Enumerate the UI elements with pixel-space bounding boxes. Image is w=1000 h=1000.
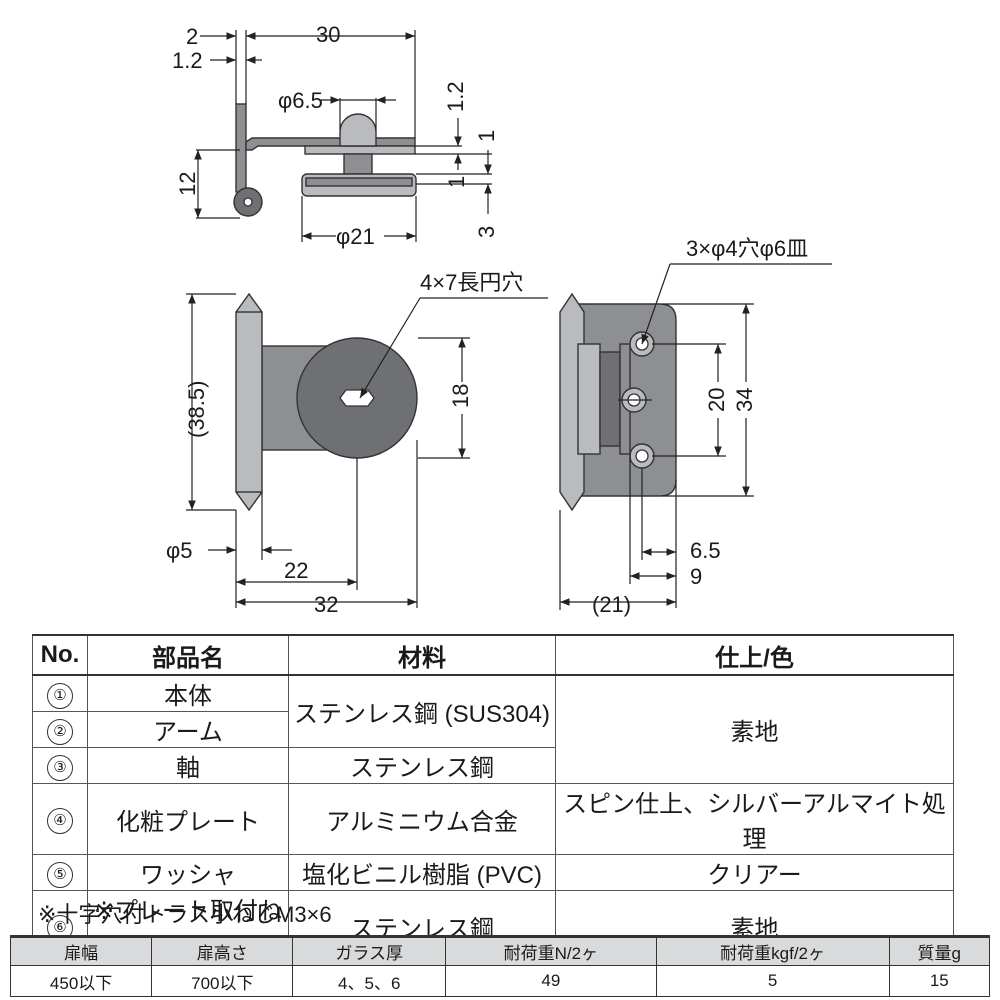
- part-name: 軸: [87, 747, 289, 784]
- part-finish: 素地: [555, 674, 954, 784]
- header-part-name: 部品名: [87, 634, 289, 676]
- part-finish: スピン仕上、シルバーアルマイト処理: [555, 783, 954, 855]
- spec-glass-thickness: 4、5、6: [292, 965, 447, 997]
- part-material: アルミニウム合金: [288, 783, 556, 855]
- part-material: ステンレス鋼: [288, 747, 556, 784]
- part-name: ワッシャ: [87, 854, 289, 891]
- dim-1-2: 1.2: [172, 48, 203, 73]
- spec-header-glass-thickness: ガラス厚: [292, 936, 447, 966]
- table-row: ⑤ ワッシャ 塩化ビニル樹脂 (PVC) クリアー: [32, 854, 954, 891]
- dim-phi21: φ21: [336, 224, 375, 249]
- row-number: ③: [47, 754, 73, 781]
- spec-door-height: 700以下: [151, 965, 294, 997]
- dim-22: 22: [284, 558, 308, 583]
- dim-9: 9: [690, 564, 702, 589]
- dim-2: 2: [186, 24, 198, 49]
- row-number: ⑤: [47, 861, 73, 888]
- front-view: 4×7長円穴 (38.5) 18 φ5 22 32: [166, 270, 548, 617]
- spec-header-door-width: 扉幅: [9, 936, 153, 966]
- dim-20: 20: [704, 388, 729, 412]
- row-number: ①: [47, 682, 73, 709]
- parts-table-header: No. 部品名 材料 仕上/色: [32, 634, 954, 676]
- table-row: ③ 軸 ステンレス鋼: [32, 747, 954, 784]
- part-name: 本体: [87, 674, 289, 712]
- hole-label: 3×φ4穴φ6皿: [686, 236, 808, 261]
- dim-r1b: 1: [444, 176, 469, 188]
- row-number: ④: [47, 808, 73, 834]
- dim-34: 34: [732, 388, 757, 412]
- spec-table: 扉幅 扉高さ ガラス厚 耐荷重N/2ヶ 耐荷重kgf/2ヶ 質量g 450以下 …: [9, 935, 991, 997]
- part-name: アーム: [87, 711, 289, 748]
- spec-mass: 15: [888, 965, 991, 997]
- side-view: 3×φ4穴φ6皿 20 34 6.5 9 (21): [559, 236, 832, 617]
- table-row: ① 本体 ステンレス鋼 (SUS304) 素地: [32, 674, 954, 784]
- part-name: 化粧プレート: [87, 783, 289, 855]
- dim-18: 18: [448, 384, 473, 408]
- top-view: 2 1.2 30 φ6.5 12 φ21 1.2 1 1 3: [172, 22, 499, 249]
- dim-21: (21): [592, 592, 631, 617]
- dim-12: 12: [175, 172, 200, 196]
- spec-header-load-n: 耐荷重N/2ヶ: [445, 936, 657, 966]
- header-material: 材料: [288, 634, 556, 676]
- spec-header-mass: 質量g: [888, 936, 991, 966]
- table-row: ④ 化粧プレート アルミニウム合金 スピン仕上、シルバーアルマイト処理: [32, 783, 954, 855]
- spec-table-header: 扉幅 扉高さ ガラス厚 耐荷重N/2ヶ 耐荷重kgf/2ヶ 質量g: [9, 936, 991, 966]
- spec-door-width: 450以下: [9, 965, 153, 997]
- technical-drawing: 2 1.2 30 φ6.5 12 φ21 1.2 1 1 3: [166, 22, 832, 617]
- spec-load-n: 49: [445, 965, 657, 997]
- table-row: 450以下 700以下 4、5、6 49 5 15: [9, 965, 991, 997]
- part-finish: クリアー: [555, 854, 954, 891]
- dim-r1-2: 1.2: [443, 81, 468, 112]
- part-material: ステンレス鋼 (SUS304): [288, 674, 556, 748]
- dim-r3: 3: [474, 226, 499, 238]
- spec-header-load-kgf: 耐荷重kgf/2ヶ: [655, 936, 890, 966]
- table-row: ② アーム: [32, 711, 954, 748]
- spec-header-door-height: 扉高さ: [151, 936, 294, 966]
- slot-label: 4×7長円穴: [420, 270, 523, 295]
- spec-load-kgf: 5: [655, 965, 890, 997]
- footnote: ※十字穴付トラス小ねじM3×6: [38, 902, 332, 927]
- dim-6-5: 6.5: [690, 538, 721, 563]
- dim-phi6-5: φ6.5: [278, 88, 323, 113]
- dim-r1a: 1: [474, 130, 499, 142]
- row-number: ②: [47, 718, 73, 745]
- header-finish: 仕上/色: [555, 634, 954, 676]
- dim-phi5: φ5: [166, 538, 193, 563]
- dim-32: 32: [314, 592, 338, 617]
- dim-38-5: (38.5): [184, 381, 209, 438]
- part-material: 塩化ビニル樹脂 (PVC): [288, 854, 556, 891]
- header-no: No.: [32, 634, 88, 676]
- dim-30: 30: [316, 22, 340, 47]
